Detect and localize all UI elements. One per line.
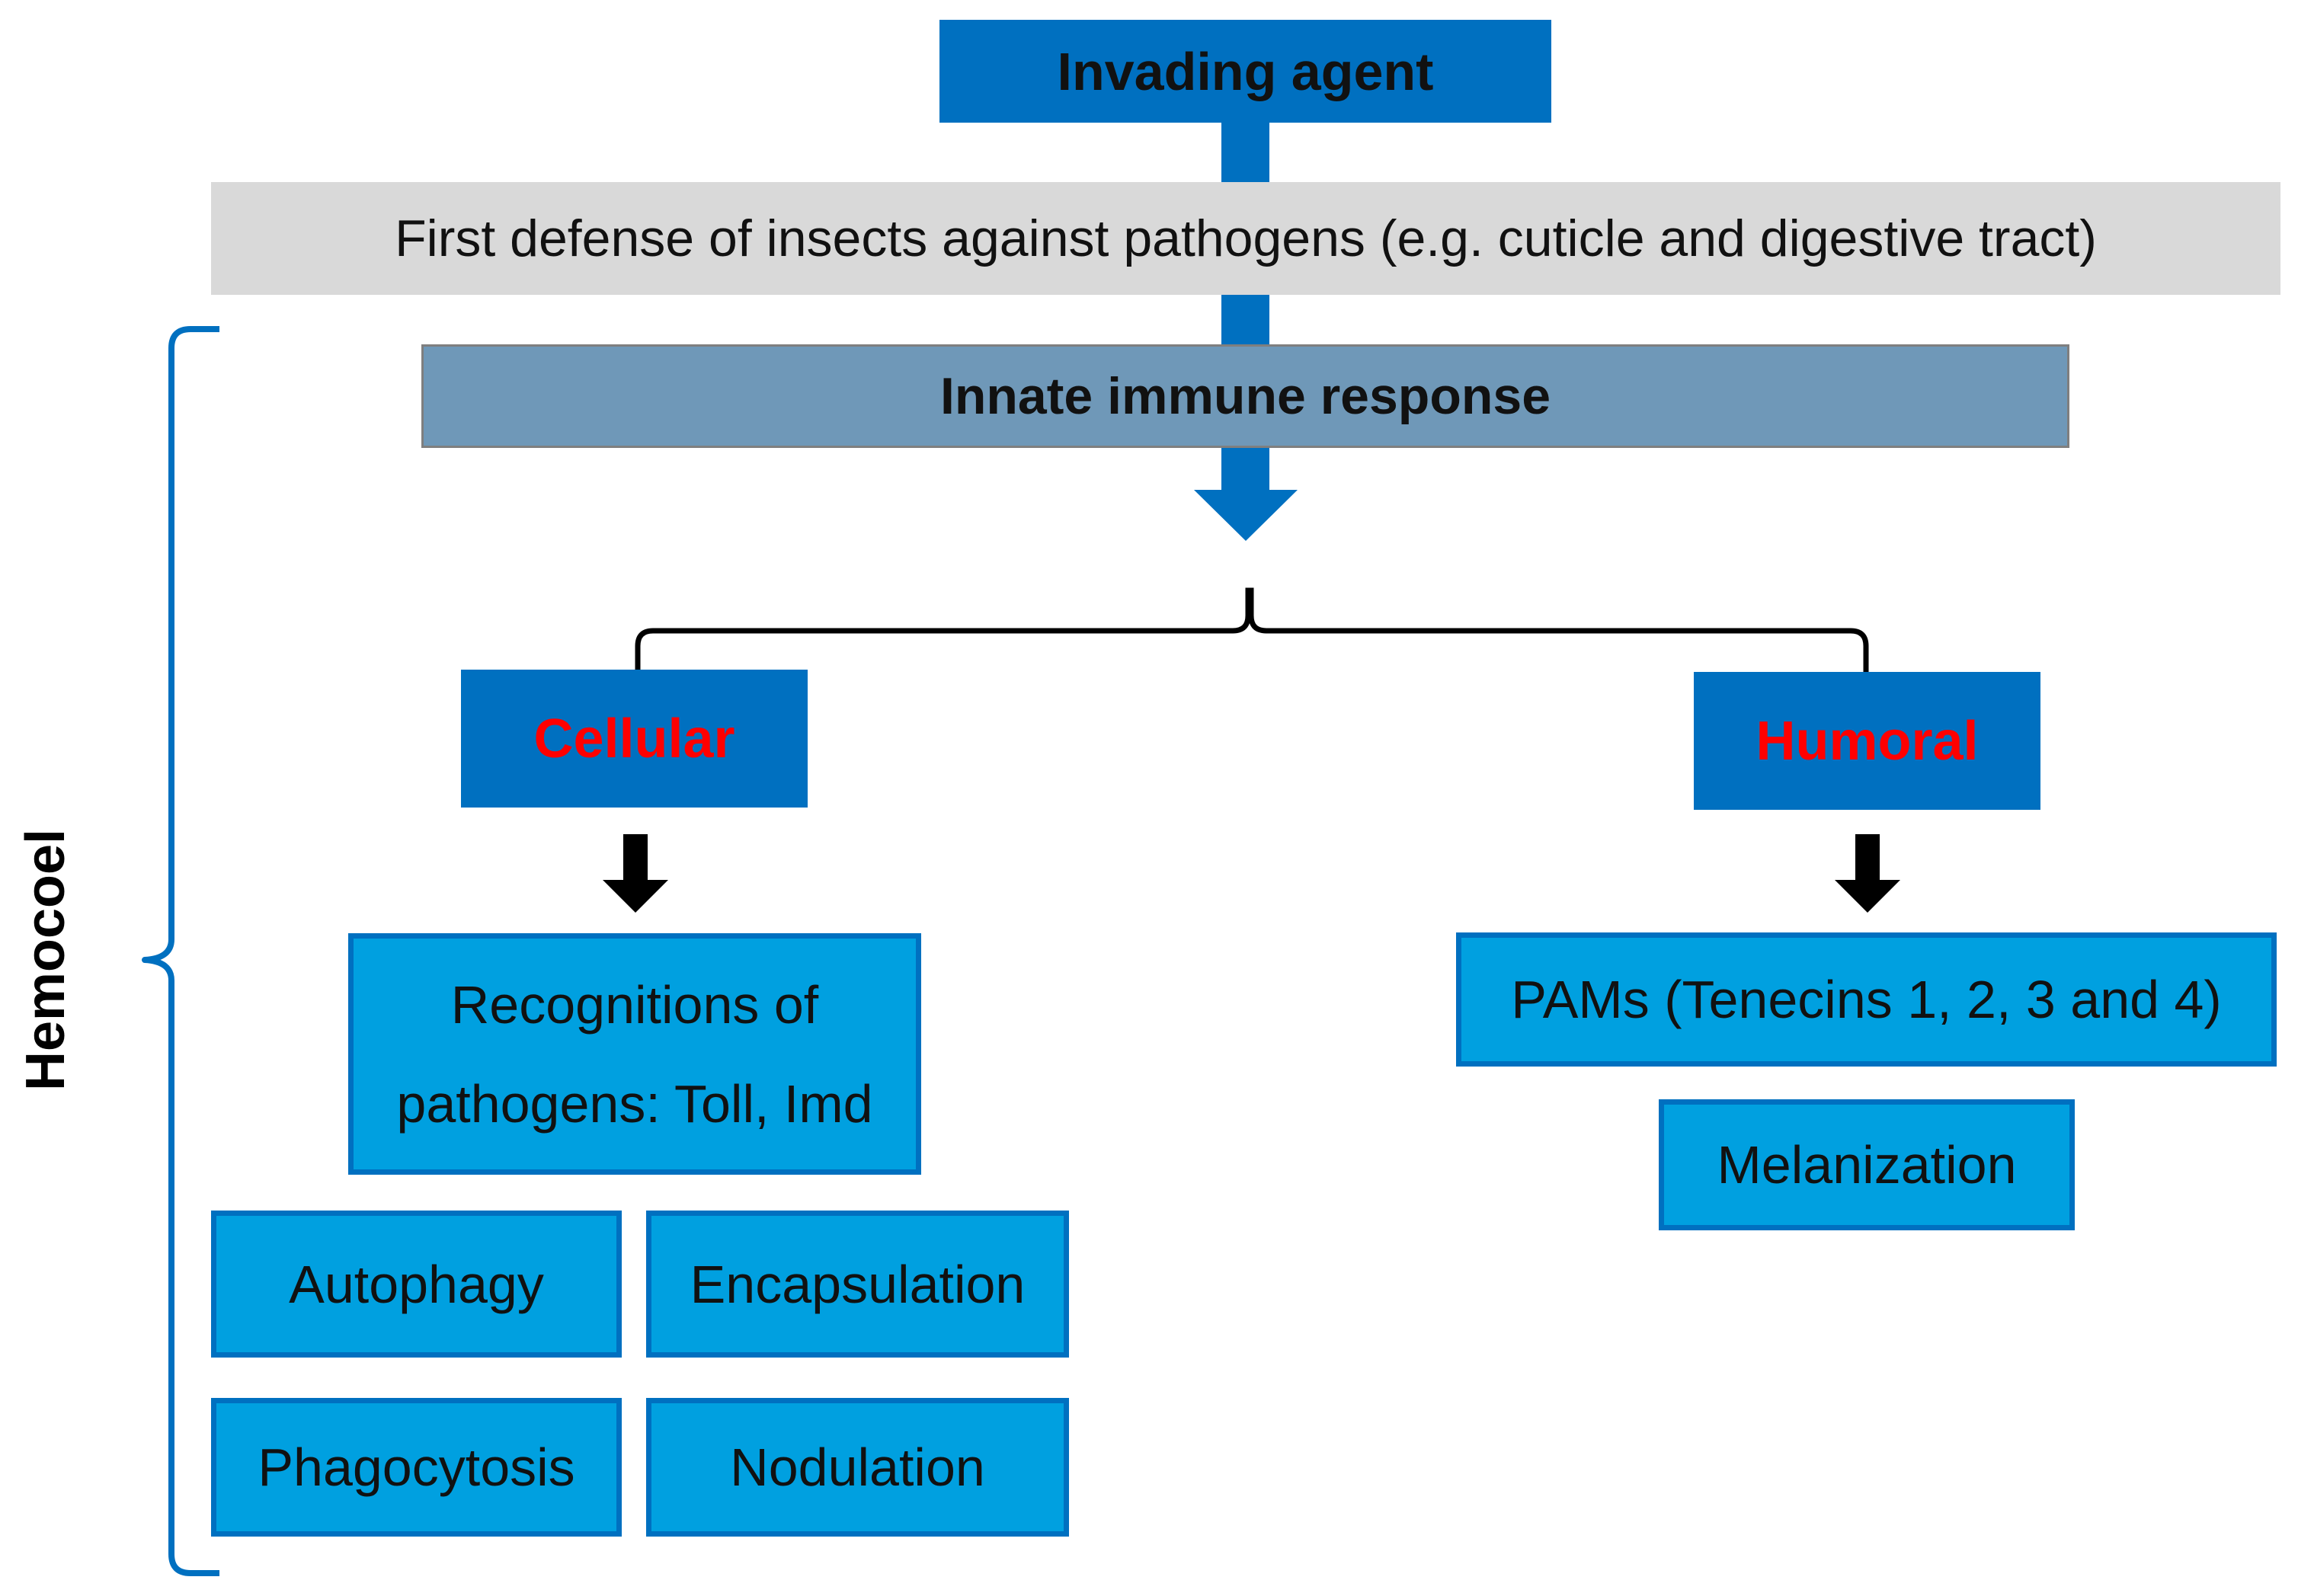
innate-immune-response-box: Innate immune response <box>421 344 2069 448</box>
humoral-down-arrow-icon <box>1835 834 1900 913</box>
pams-box: PAMs (Tenecins 1, 2, 3 and 4) <box>1456 932 2277 1067</box>
invading-agent-label: Invading agent <box>1057 41 1434 101</box>
autophagy-box: Autophagy <box>211 1211 622 1358</box>
recognitions-label: Recognitions of pathogens: Toll, Imd <box>396 974 873 1134</box>
nodulation-box: Nodulation <box>646 1398 1069 1537</box>
melanization-label: Melanization <box>1717 1135 2017 1195</box>
first-defense-label: First defense of insects against pathoge… <box>395 209 2097 267</box>
innate-down-arrow-icon <box>1194 448 1298 541</box>
melanization-box: Melanization <box>1659 1099 2075 1230</box>
humoral-label: Humoral <box>1756 710 1979 772</box>
humoral-box: Humoral <box>1694 672 2040 810</box>
recognitions-box: Recognitions of pathogens: Toll, Imd <box>348 933 921 1175</box>
phagocytosis-box: Phagocytosis <box>211 1398 622 1537</box>
cellular-label: Cellular <box>533 708 735 769</box>
first-defense-box: First defense of insects against pathoge… <box>211 182 2280 295</box>
connector-defense-to-innate <box>1221 295 1269 344</box>
autophagy-label: Autophagy <box>289 1254 544 1314</box>
nodulation-label: Nodulation <box>730 1438 985 1497</box>
branch-bracket <box>635 587 1869 672</box>
encapsulation-label: Encapsulation <box>690 1254 1026 1314</box>
pams-label: PAMs (Tenecins 1, 2, 3 and 4) <box>1511 970 2222 1029</box>
cellular-box: Cellular <box>461 670 808 808</box>
phagocytosis-label: Phagocytosis <box>258 1438 575 1497</box>
encapsulation-box: Encapsulation <box>646 1211 1069 1358</box>
hemocoel-label: Hemocoel <box>15 828 76 1092</box>
cellular-down-arrow-icon <box>603 834 668 913</box>
innate-immune-response-label: Innate immune response <box>939 367 1551 425</box>
connector-invading-to-defense <box>1221 123 1269 182</box>
invading-agent-box: Invading agent <box>939 20 1551 123</box>
hemocoel-brace <box>142 326 219 1576</box>
